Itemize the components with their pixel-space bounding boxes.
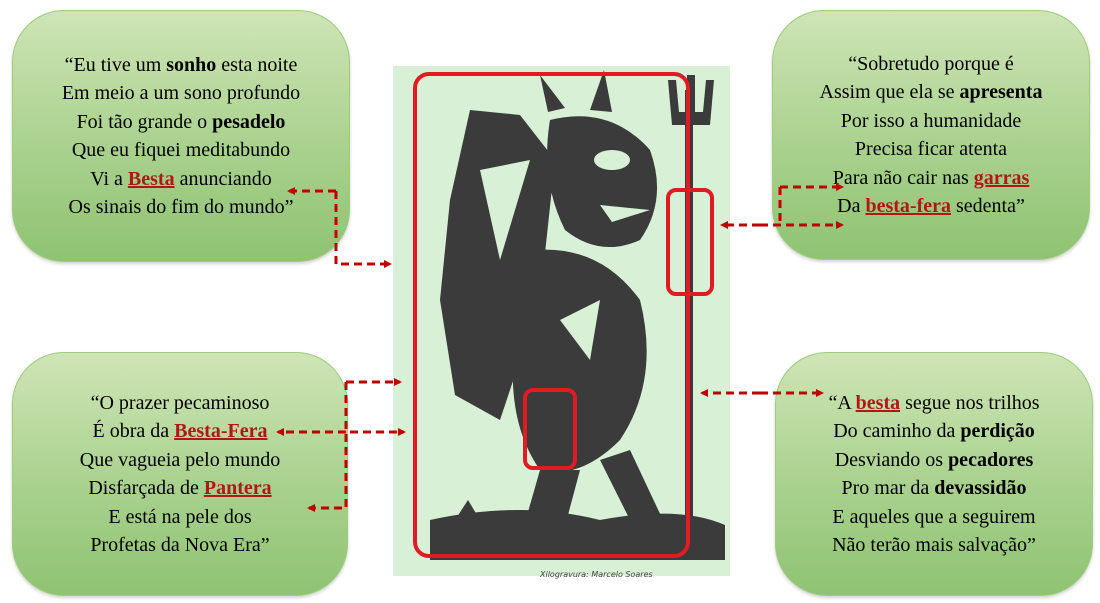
- highlight-frame-hand: [525, 390, 575, 468]
- connector-arrow: [336, 191, 390, 264]
- highlight-frame-body: [415, 74, 688, 556]
- connector-arrow: [309, 382, 346, 508]
